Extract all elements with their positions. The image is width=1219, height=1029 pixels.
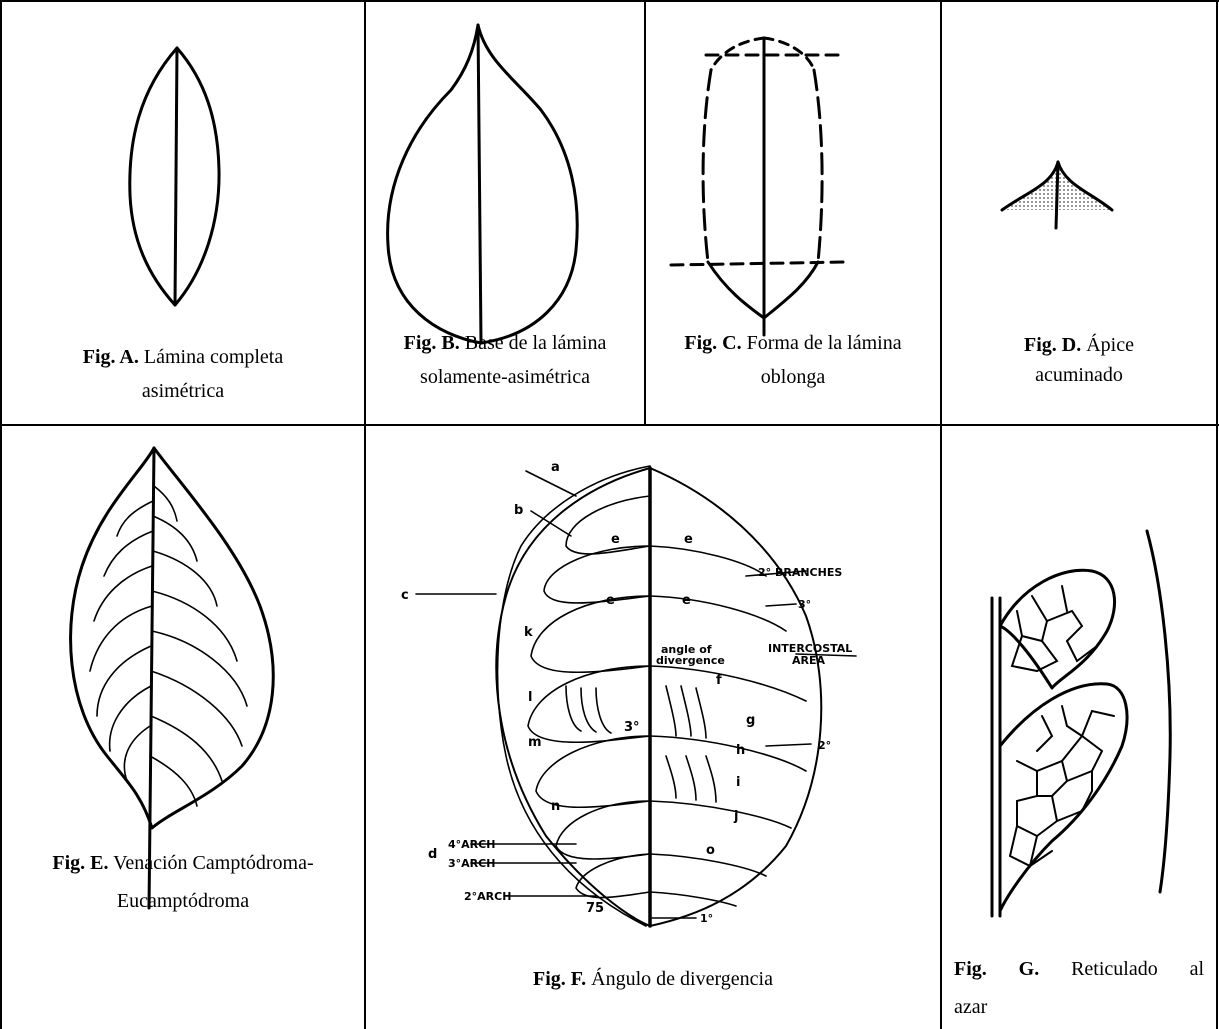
fig-g-reticulate-drawing — [942, 426, 1216, 896]
fig-f-label-f: f — [716, 673, 722, 688]
fig-b-leaf-drawing — [366, 0, 644, 340]
fig-c-line1: Forma de la lámina — [747, 332, 902, 354]
fig-f-label-branches: 2° BRANCHES — [758, 566, 842, 579]
fig-f-label-a: a — [551, 460, 560, 475]
fig-e-caption: Fig. E. Venación Camptódroma- Eucamptódr… — [2, 844, 364, 920]
fig-f-label-e3: e — [606, 593, 615, 608]
fig-d-caption: Fig. D. Ápice acuminado — [942, 330, 1216, 390]
fig-d-line2: acuminado — [1035, 364, 1123, 386]
fig-c-line2: oblonga — [761, 366, 825, 388]
fig-f-angle-drawing: a b c k l m n d f g h i j o e e e e 2° B… — [366, 426, 940, 946]
fig-f-tag: Fig. F. — [533, 968, 586, 990]
fig-f-label-d: d — [428, 847, 437, 862]
fig-b-line2: solamente-asimétrica — [420, 366, 590, 388]
fig-g-line1a: Reticulado — [1071, 950, 1158, 988]
fig-f-label-inter2: AREA — [792, 654, 825, 667]
fig-c-leaf-drawing — [646, 0, 940, 340]
fig-e-venation-drawing — [2, 426, 364, 836]
fig-f-caption: Fig. F. Ángulo de divergencia — [366, 962, 940, 996]
table-right-border — [1216, 0, 1218, 1029]
fig-f-label-second: 2° — [818, 739, 831, 752]
fig-f-label-m: m — [528, 735, 542, 750]
fig-f-label-arch4: 4°ARCH — [448, 838, 495, 851]
fig-g-line1b: al — [1190, 950, 1204, 988]
fig-f-label-n: n — [551, 799, 560, 814]
fig-f-label-arch3: 3°ARCH — [448, 857, 495, 870]
fig-a-line1: Lámina completa — [144, 346, 283, 368]
fig-e-line1: Venación Camptódroma- — [113, 852, 314, 874]
fig-f-label-c: c — [401, 588, 409, 603]
fig-b-caption: Fig. B. Base de la lámina solamente-asim… — [366, 326, 644, 394]
fig-d-line1: Ápice — [1086, 334, 1134, 356]
fig-f-label-h: h — [736, 743, 745, 758]
fig-c-caption: Fig. C. Forma de la lámina oblonga — [646, 326, 940, 394]
fig-f-label-b: b — [514, 503, 523, 518]
fig-f-label-e4: e — [682, 593, 691, 608]
fig-a-tag: Fig. A. — [83, 346, 139, 368]
fig-f-line1: Ángulo de divergencia — [591, 968, 773, 990]
fig-c-tag: Fig. C. — [684, 332, 741, 354]
fig-g-tag2: G. — [1019, 950, 1040, 988]
fig-f-label-e1: e — [611, 532, 620, 547]
fig-f-label-arch2: 2°ARCH — [464, 890, 511, 903]
fig-g-tag: Fig. — [954, 950, 987, 988]
fig-b-tag: Fig. B. — [404, 332, 460, 354]
fig-f-label-k: k — [524, 625, 533, 640]
fig-g-caption: Fig. G. Reticulado al azar — [942, 950, 1216, 1026]
fig-f-label-page: 75 — [586, 901, 604, 916]
fig-f-label-g: g — [746, 713, 755, 728]
fig-d-apex-drawing — [942, 0, 1216, 340]
fig-f-label-e2: e — [684, 532, 693, 547]
fig-f-label-angle2: divergence — [656, 654, 725, 667]
fig-d-tag: Fig. D. — [1024, 334, 1081, 356]
fig-f-label-third-mid: 3° — [624, 720, 640, 735]
fig-f-label-first: 1° — [700, 912, 713, 925]
fig-f-label-i: i — [736, 775, 740, 790]
fig-a-line2: asimétrica — [142, 380, 224, 402]
fig-g-line2: azar — [954, 996, 987, 1018]
fig-a-caption: Fig. A. Lámina completa asimétrica — [2, 340, 364, 408]
fig-f-label-l: l — [528, 690, 532, 705]
fig-e-tag: Fig. E. — [52, 852, 108, 874]
fig-f-label-third: 3° — [798, 598, 811, 611]
fig-f-label-j: j — [733, 809, 738, 824]
fig-e-line2: Eucamptódroma — [117, 890, 249, 912]
fig-b-line1: Base de la lámina — [465, 332, 607, 354]
fig-f-label-o: o — [706, 843, 715, 858]
